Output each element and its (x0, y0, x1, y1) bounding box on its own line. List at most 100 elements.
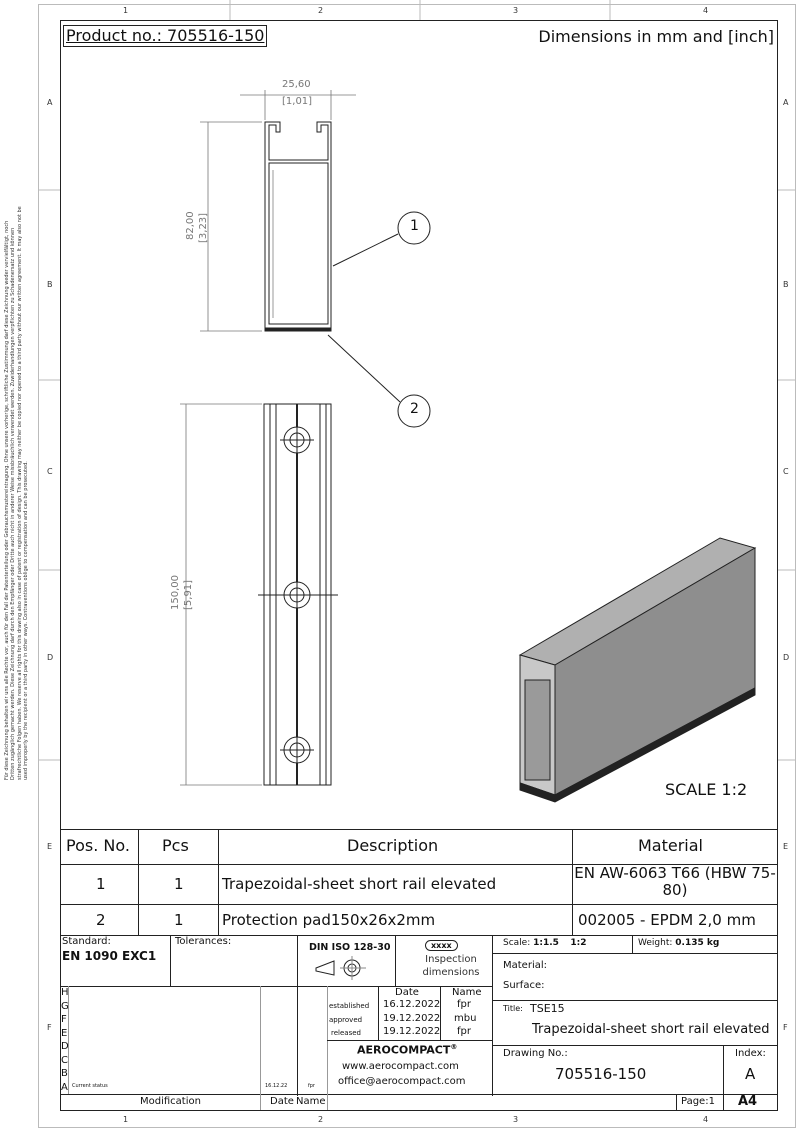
product-number: Product no.: 705516-150 (63, 25, 268, 47)
row-pos: 1 (96, 875, 106, 893)
approval-label: approved (329, 1016, 363, 1024)
zone-col-3: 3 (513, 6, 519, 15)
zone-row-d: D (47, 653, 54, 662)
isometric-view (518, 537, 757, 803)
scale-value-2: 1:2 (570, 938, 587, 948)
company-email[interactable]: office@aerocompact.com (338, 1076, 466, 1087)
drawing-no-label: Drawing No.: (503, 1048, 568, 1059)
approvals-date-header: Date (395, 987, 419, 998)
surface-label: Surface: (503, 980, 545, 991)
zone-col-1: 1 (123, 6, 129, 15)
cross-section-view (264, 121, 332, 332)
company-website[interactable]: www.aerocompact.com (342, 1061, 459, 1072)
approval-name: fpr (457, 1026, 471, 1037)
revision-g: G (61, 1000, 69, 1012)
weight-label: Weight: (638, 938, 673, 948)
revision-e: E (61, 1027, 68, 1039)
page-number: Page:1 (681, 1096, 715, 1107)
sheet-outer-border (38, 4, 796, 1128)
weight-value: 0.135 kg (675, 938, 720, 948)
zone-row-e: E (47, 842, 53, 851)
revision-f: F (61, 1014, 67, 1025)
current-status: Current status (72, 1083, 108, 1089)
length-dimension-inch: [5,91] (183, 579, 194, 610)
balloon-1: 1 (410, 218, 419, 234)
view-scale-label: SCALE 1:2 (665, 780, 748, 799)
hole (280, 423, 314, 457)
row-material: EN AW-6063 T66 (HBW 75-80) (574, 864, 776, 899)
approval-name: fpr (457, 999, 471, 1010)
zone-col-1-bottom: 1 (123, 1115, 129, 1124)
header-description: Description (347, 836, 439, 855)
row-material: 002005 - EPDM 2,0 mm (578, 911, 756, 929)
zone-col-3-bottom: 3 (513, 1115, 519, 1124)
zone-row-e-right: E (783, 842, 789, 851)
approval-date: 16.12.2022 (383, 999, 441, 1010)
zone-col-4-bottom: 4 (703, 1115, 709, 1124)
name-label: Name (296, 1096, 326, 1107)
width-dimension-inch: [1,01] (282, 96, 313, 107)
drawing-frame (60, 20, 778, 1111)
projection-symbol-icon (315, 956, 366, 980)
din-standard: DIN ISO 128-30 (309, 942, 391, 953)
inspection-badge: xxxx (425, 940, 458, 951)
row-pcs: 1 (174, 911, 184, 929)
drawing-subtitle: Trapezoidal-sheet short rail elevated (532, 1022, 770, 1037)
approval-name: mbu (454, 1013, 477, 1024)
hole (258, 578, 338, 612)
modification-label: Modification (140, 1096, 201, 1107)
zone-row-a-right: A (783, 98, 789, 107)
balloon-2: 2 (410, 401, 419, 417)
approval-date: 19.12.2022 (383, 1013, 441, 1024)
zone-row-d-right: D (783, 653, 790, 662)
zone-col-2: 2 (318, 6, 324, 15)
revision-b: B (61, 1068, 68, 1079)
zone-row-f: F (47, 1023, 52, 1032)
drawing-title: TSE15 (530, 1002, 565, 1015)
current-name: fpr (308, 1083, 315, 1089)
height-dimension: 82,00 (185, 211, 196, 240)
tolerances-label: Tolerances: (175, 936, 232, 947)
zone-row-b-right: B (783, 280, 789, 289)
header-material: Material (638, 836, 703, 855)
row-desc: Protection pad150x26x2mm (222, 911, 436, 929)
scale-label: Scale: 1:1.5 1:2 (503, 938, 587, 948)
weight: Weight: 0.135 kg (638, 938, 719, 948)
technical-drawing (38, 0, 796, 803)
width-dimension: 25,60 (282, 79, 311, 90)
zone-col-2-bottom: 2 (318, 1115, 324, 1124)
height-dimension-inch: [3,23] (198, 212, 209, 243)
inspection-label: Inspection dimensions (422, 954, 480, 978)
zone-row-a: A (47, 98, 53, 107)
length-dimension: 150,00 (170, 575, 181, 610)
standard-value: EN 1090 EXC1 (62, 949, 157, 963)
company-name: AEROCOMPACT® (357, 1043, 457, 1057)
zone-row-b: B (47, 280, 53, 289)
standard-label: Standard: (62, 936, 111, 947)
scale-value-1: 1:1.5 (533, 938, 559, 948)
index-value: A (745, 1065, 756, 1083)
units-note: Dimensions in mm and [inch] (538, 27, 774, 46)
revision-a: A (61, 1081, 68, 1093)
registered-mark: ® (450, 1043, 458, 1051)
revision-c: C (61, 1054, 68, 1066)
leaders (327, 211, 431, 428)
header-pos: Pos. No. (66, 836, 130, 855)
company-logo-text: AEROCOMPACT (357, 1043, 451, 1057)
scale-caption: Scale: (503, 938, 531, 948)
zone-row-f-right: F (783, 1023, 788, 1032)
revision-h: H (61, 987, 69, 998)
top-view (258, 403, 338, 786)
index-label: Index: (735, 1048, 766, 1059)
material-label: Material: (503, 960, 547, 971)
row-desc: Trapezoidal-sheet short rail elevated (222, 875, 497, 893)
zone-row-c: C (47, 467, 53, 476)
hole (280, 733, 314, 767)
approvals-name-header: Name (452, 987, 482, 998)
current-date: 16.12.22 (265, 1083, 288, 1089)
drawing-number: 705516-150 (555, 1065, 647, 1083)
sheet-format: A4 (738, 1094, 758, 1109)
approval-label: established (329, 1002, 370, 1010)
row-pcs: 1 (174, 875, 184, 893)
zone-col-4: 4 (703, 6, 709, 15)
